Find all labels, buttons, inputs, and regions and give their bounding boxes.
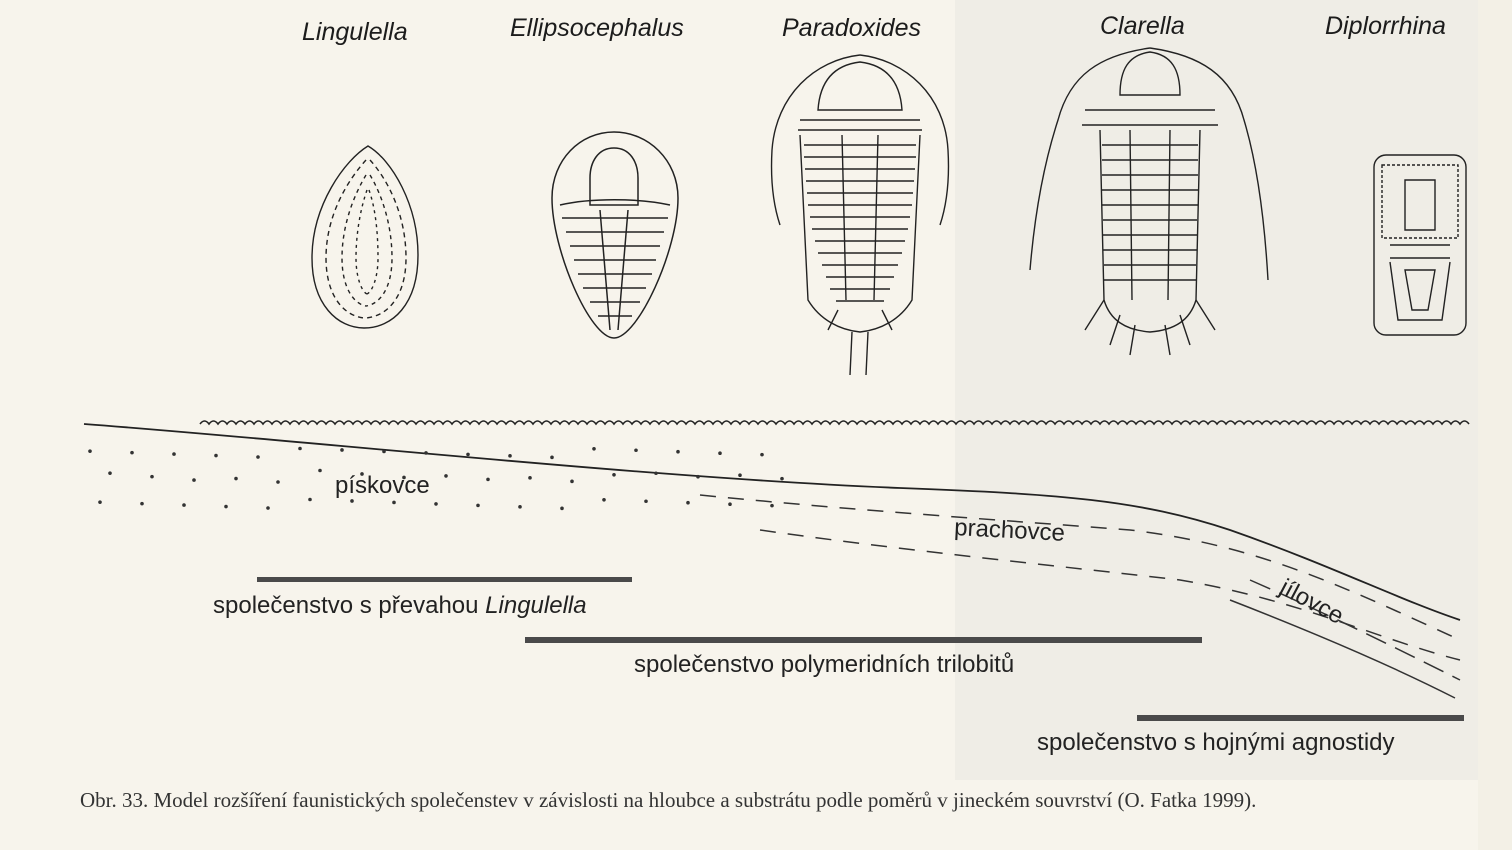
sandstone-dot xyxy=(476,504,480,508)
sandstone-dot xyxy=(192,478,196,482)
sandstone-dot xyxy=(508,454,512,458)
sandstone-dot xyxy=(676,450,680,454)
paradoxides-drawing xyxy=(772,55,949,375)
sandstone-dot xyxy=(528,476,532,480)
sandstone-dot xyxy=(382,450,386,454)
sandstone-dot xyxy=(634,448,638,452)
sandstone-dot xyxy=(612,473,616,477)
figure-caption: Obr. 33. Model rozšíření faunistických s… xyxy=(80,784,1460,816)
ellipsocephalus-drawing xyxy=(552,132,678,338)
lingulella-drawing xyxy=(312,146,418,328)
community-label-agnostid: společenstvo s hojnými agnostidy xyxy=(1037,729,1395,757)
sandstone-dot xyxy=(140,502,144,506)
lingulella-range-bar xyxy=(257,577,632,582)
sediment-label-sandstone: pískovce xyxy=(335,472,430,500)
sandstone-dot xyxy=(318,469,322,473)
sandstone-dot xyxy=(738,473,742,477)
taxon-label-diplorrhina: Diplorrhina xyxy=(1325,12,1446,41)
sandstone-dot xyxy=(718,451,722,455)
sandstone-dot xyxy=(276,480,280,484)
sandstone-dot xyxy=(570,480,574,484)
sandstone-dot xyxy=(696,475,700,479)
sandstone-dot xyxy=(466,453,470,457)
sediment-label-siltstone: prachovce xyxy=(954,514,1066,548)
sandstone-dot xyxy=(602,498,606,502)
siltstone-layer-line xyxy=(700,495,1460,640)
sandstone-dot xyxy=(182,503,186,507)
sandstone-dot xyxy=(130,451,134,455)
taxon-label-ellipsocephalus: Ellipsocephalus xyxy=(510,14,684,43)
sandstone-dot xyxy=(728,502,732,506)
taxon-label-lingulella: Lingulella xyxy=(302,18,408,47)
sandstone-dot xyxy=(98,500,102,504)
sandstone-dot xyxy=(770,504,774,508)
sandstone-dot xyxy=(518,505,522,509)
sandstone-dots xyxy=(88,447,784,510)
sandstone-dot xyxy=(224,505,228,509)
community-label-lingulella-taxon: Lingulella xyxy=(485,592,586,619)
community-label-lingulella-text: společenstvo s převahou xyxy=(213,592,479,619)
taxon-label-clarella: Clarella xyxy=(1100,12,1185,41)
sandstone-dot xyxy=(88,449,92,453)
sandstone-dot xyxy=(172,452,176,456)
sandstone-dot xyxy=(392,501,396,505)
sandstone-dot xyxy=(592,447,596,451)
sea-surface-line xyxy=(200,421,1469,424)
sandstone-dot xyxy=(340,448,344,452)
sandstone-dot xyxy=(486,478,490,482)
sandstone-dot xyxy=(266,506,270,510)
sandstone-dot xyxy=(550,456,554,460)
community-label-lingulella: společenstvo s převahou Lingulella xyxy=(213,592,587,620)
taxon-label-paradoxides: Paradoxides xyxy=(782,14,921,43)
sandstone-dot xyxy=(780,477,784,481)
sandstone-dot xyxy=(108,471,112,475)
sandstone-dot xyxy=(308,498,312,502)
sandstone-dot xyxy=(560,507,564,511)
sandstone-dot xyxy=(298,447,302,451)
sandstone-dot xyxy=(444,474,448,478)
sandstone-dot xyxy=(760,453,764,457)
sandstone-dot xyxy=(686,501,690,505)
community-label-polymerid: společenstvo polymeridních trilobitů xyxy=(634,651,1014,679)
agnostid-range-bar xyxy=(1137,715,1464,721)
sandstone-dot xyxy=(644,499,648,503)
clarella-drawing xyxy=(1030,48,1268,355)
sandstone-dot xyxy=(434,502,438,506)
sandstone-dot xyxy=(654,471,658,475)
sandstone-dot xyxy=(234,477,238,481)
sandstone-dot xyxy=(214,454,218,458)
diplorrhina-drawing xyxy=(1374,155,1466,335)
sandstone-dot xyxy=(256,455,260,459)
sea-floor-line xyxy=(84,424,1460,620)
sandstone-dot xyxy=(424,451,428,455)
sandstone-dot xyxy=(150,475,154,479)
polymerid-range-bar xyxy=(525,637,1202,643)
